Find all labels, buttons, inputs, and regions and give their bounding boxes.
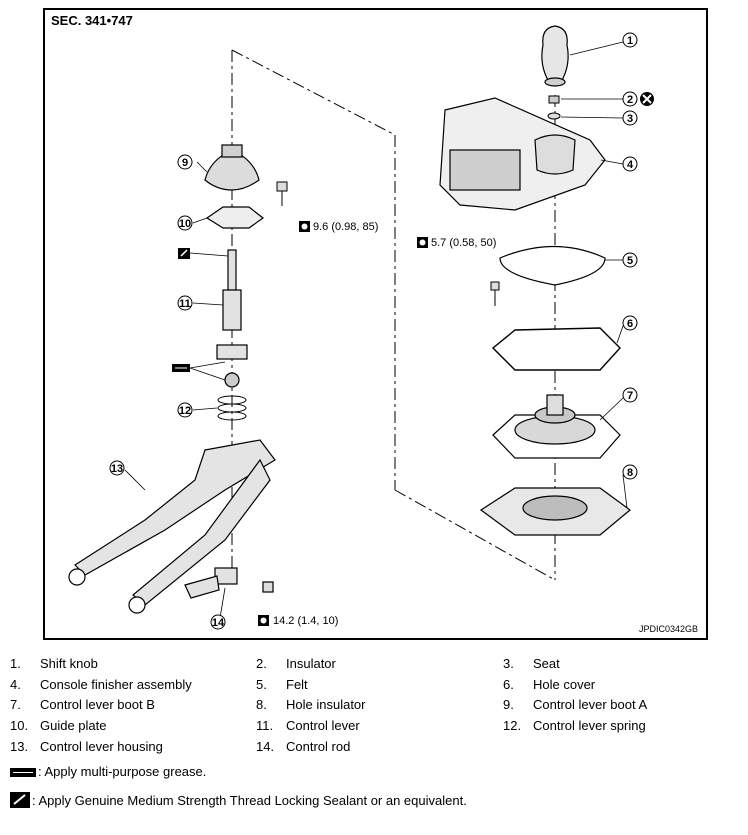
sealant-icon <box>10 792 30 808</box>
callout-numbers: 1 2 3 4 5 6 7 8 9 10 11 12 13 14 <box>111 35 634 629</box>
svg-text:5: 5 <box>627 255 633 267</box>
svg-text:14: 14 <box>212 617 225 629</box>
control-lever-spring-part <box>217 395 247 421</box>
svg-text:6: 6 <box>627 318 633 330</box>
control-rod-part <box>184 567 274 599</box>
figure-code: JPDIC0342GB <box>638 624 698 634</box>
callout-2 <box>622 91 638 107</box>
callout-12 <box>177 402 193 418</box>
hole-cover-bolt <box>490 281 500 306</box>
callout-4 <box>622 156 638 172</box>
torque-guide-plate: 9.6 (0.98, 85) <box>313 221 378 233</box>
svg-text:2: 2 <box>627 94 633 106</box>
control-lever-part <box>216 249 248 388</box>
legend-item: 8.Hole insulator <box>256 697 366 713</box>
guide-plate-part <box>205 206 265 229</box>
sealant-note: : Apply Genuine Medium Strength Thread L… <box>10 792 467 808</box>
shift-knob-part <box>541 25 569 87</box>
insulator-part <box>548 95 560 104</box>
legend-row: 13.Control lever housing 14.Control rod <box>10 739 740 760</box>
legend-item: 7.Control lever boot B <box>10 697 155 713</box>
grease-icon <box>10 767 36 777</box>
legend-item: 10.Guide plate <box>10 718 107 734</box>
callout-1 <box>622 32 638 48</box>
torque-control-rod: 14.2 (1.4, 10) <box>273 615 338 627</box>
svg-text:7: 7 <box>627 390 633 402</box>
legend-item: 4.Console finisher assembly <box>10 676 192 692</box>
callout-circles <box>109 32 638 630</box>
callout-3 <box>622 110 638 126</box>
callout-13 <box>109 460 125 476</box>
legend-row: 10.Guide plate 11.Control lever 12.Contr… <box>10 718 740 739</box>
control-lever-boot-b-part <box>492 394 621 459</box>
legend-item: 2.Insulator <box>256 656 336 671</box>
svg-text:11: 11 <box>179 298 191 310</box>
section-label: SEC. 341•747 <box>51 13 133 28</box>
hole-insulator-part <box>479 487 631 536</box>
control-lever-housing-part <box>68 439 276 614</box>
parts-legend: 1.Shift knob 2.Insulator 3.Seat 4.Consol… <box>10 656 740 759</box>
svg-text:10: 10 <box>179 218 191 230</box>
console-finisher-part <box>439 97 606 211</box>
legend-row: 7.Control lever boot B 8.Hole insulator … <box>10 697 740 718</box>
torque-wrench-icon <box>258 615 269 626</box>
torque-wrench-icon <box>417 237 428 248</box>
svg-text:9: 9 <box>182 157 188 169</box>
callout-6 <box>622 315 638 331</box>
callout-14 <box>210 614 226 630</box>
legend-item: 5.Felt <box>256 676 308 692</box>
legend-item: 12.Control lever spring <box>503 718 646 734</box>
torque-hole-cover: 5.7 (0.58, 50) <box>431 237 496 249</box>
control-lever-boot-a-part <box>204 144 260 191</box>
legend-item: 14.Control rod <box>256 738 351 754</box>
svg-text:4: 4 <box>627 159 634 171</box>
callout-8 <box>622 464 638 480</box>
sealant-note-text: : Apply Genuine Medium Strength Thread L… <box>32 792 467 808</box>
guide-plate-bolt <box>276 181 288 206</box>
torque-wrench-icon <box>299 221 310 232</box>
legend-item: 6.Hole cover <box>503 676 596 692</box>
felt-part <box>499 245 606 286</box>
leader-lines <box>124 41 628 619</box>
svg-text:8: 8 <box>627 467 633 479</box>
diagram-drawing: 1 2 3 4 5 6 7 8 9 10 11 12 13 14 9.6 (0.… <box>68 25 654 630</box>
exploded-diagram: SEC. 341•747 JPDIC0342GB <box>43 8 708 640</box>
svg-text:3: 3 <box>627 113 633 125</box>
callout-5 <box>622 252 638 268</box>
svg-text:1: 1 <box>627 35 633 47</box>
legend-row: 1.Shift knob 2.Insulator 3.Seat <box>10 656 740 677</box>
legend-item: 11.Control lever <box>256 718 360 734</box>
legend-item: 13.Control lever housing <box>10 738 163 754</box>
legend-item: 9.Control lever boot A <box>503 697 648 713</box>
callout-7 <box>622 387 638 403</box>
callout-10 <box>177 215 193 231</box>
legend-row: 4.Console finisher assembly 5.Felt 6.Hol… <box>10 677 740 698</box>
grease-icon <box>172 364 190 372</box>
callout-11 <box>177 295 193 311</box>
grease-note: : Apply multi-purpose grease. <box>10 764 206 779</box>
legend-item: 3.Seat <box>503 656 560 671</box>
callout-9 <box>177 154 193 170</box>
legend-item: 1.Shift knob <box>10 656 98 671</box>
hole-cover-part <box>491 327 621 371</box>
svg-text:12: 12 <box>179 405 191 417</box>
do-not-reuse-icon <box>640 92 654 106</box>
sealant-icon <box>178 248 190 259</box>
grease-note-text: : Apply multi-purpose grease. <box>38 764 207 779</box>
svg-text:13: 13 <box>111 463 123 475</box>
seat-part <box>547 112 561 120</box>
